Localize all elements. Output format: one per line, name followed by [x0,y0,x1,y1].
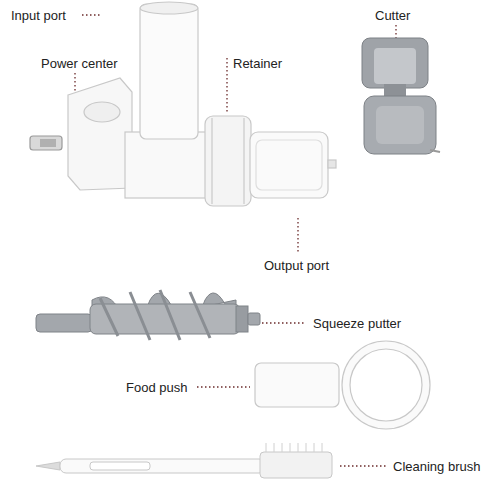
part-label: Output port [263,258,330,273]
part-label: Squeeze putter [312,316,402,331]
food-push-illustration [255,341,430,429]
part-label: Retainer [232,56,283,71]
cleaning-brush-illustration [36,443,332,478]
part-label: Food push [125,380,188,395]
cutter-illustration [362,38,440,154]
part-label: Input port [10,8,67,23]
part-label: Power center [40,56,119,71]
part-label: Cutter [374,8,411,23]
part-label: Cleaning brush [392,459,481,474]
squeeze-putter-illustration [36,290,260,340]
grinder-body [30,2,336,206]
